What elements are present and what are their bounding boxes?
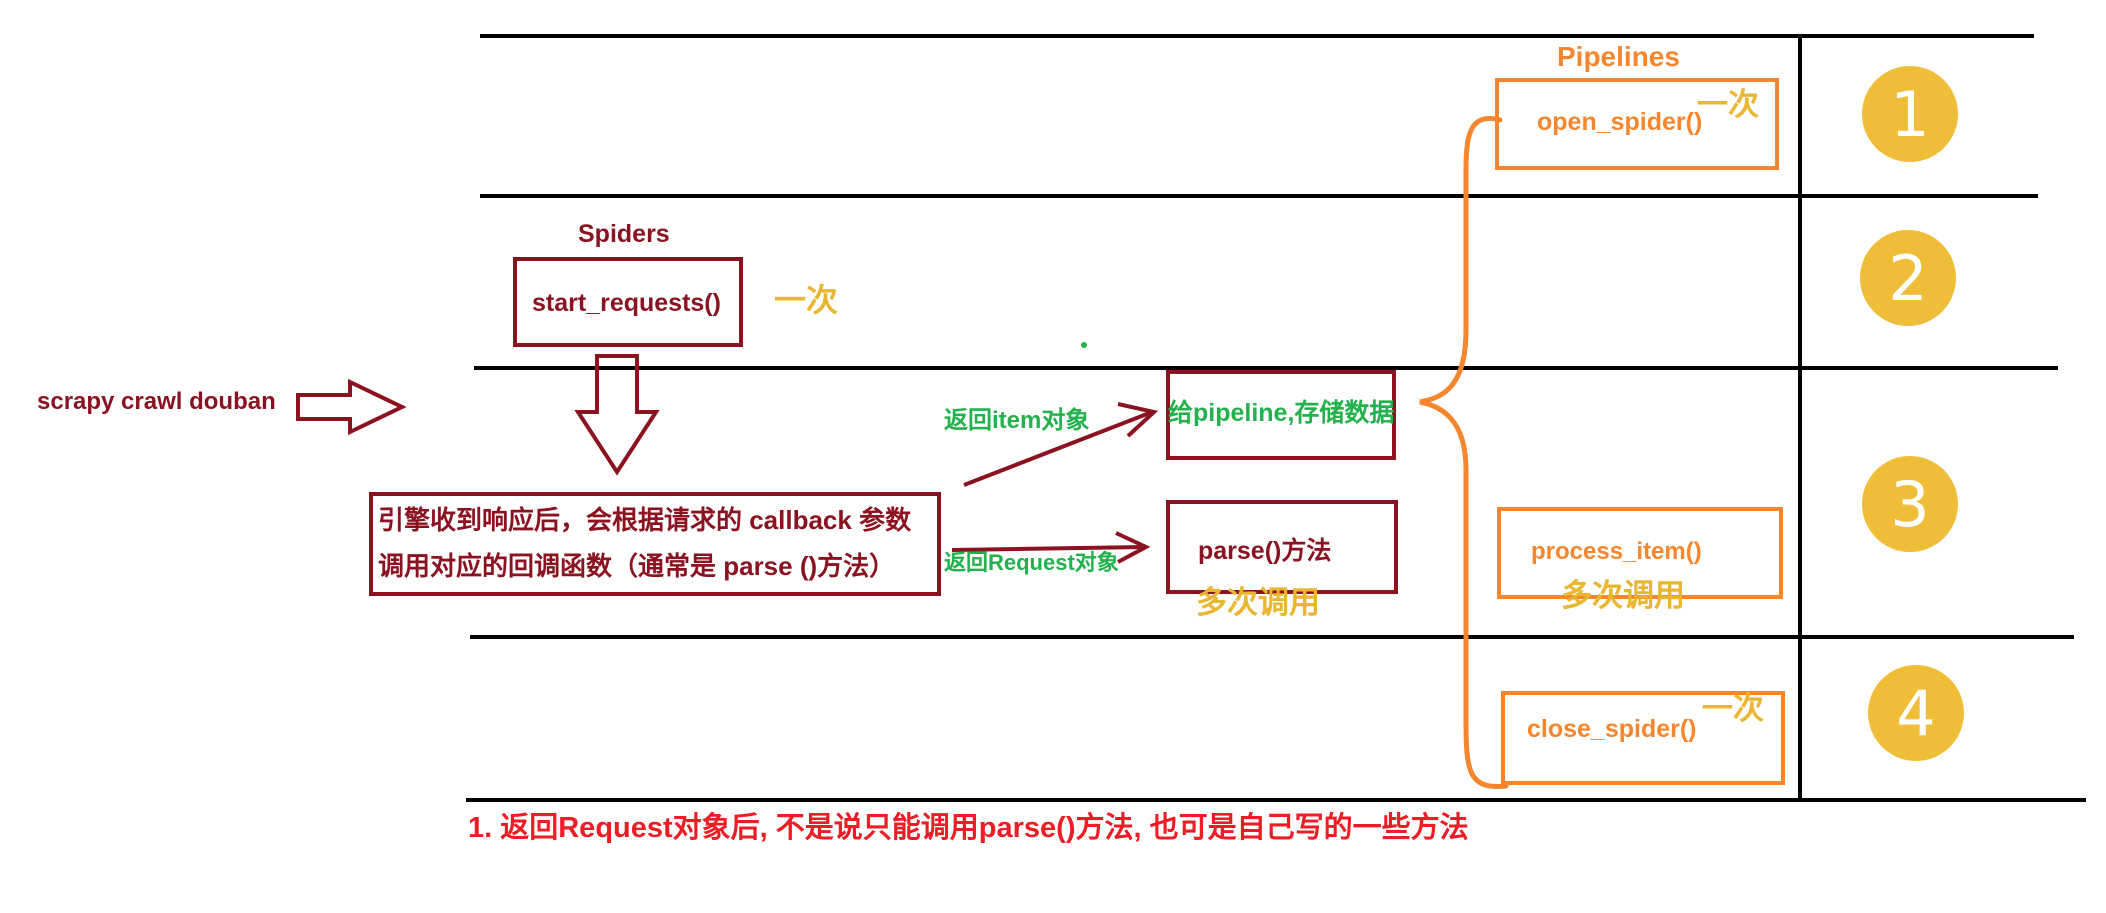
return-request-label: 返回Request对象 bbox=[944, 550, 1119, 575]
down-arrow bbox=[574, 354, 660, 476]
start-requests-box bbox=[513, 257, 743, 347]
return-item-arrow bbox=[963, 410, 1153, 487]
stage-2-badge: 2 bbox=[1860, 230, 1956, 326]
close-spider-box bbox=[1501, 691, 1785, 785]
return-request-arrow bbox=[951, 545, 1145, 552]
pipeline-brace bbox=[1419, 116, 1509, 789]
process-item-box bbox=[1497, 507, 1783, 599]
spiders-title: Spiders bbox=[578, 220, 670, 248]
to-pipeline-box bbox=[1166, 370, 1396, 460]
parse-label: parse()方法 bbox=[1198, 537, 1332, 565]
entry-command: scrapy crawl douban bbox=[37, 388, 276, 415]
close-spider-note: 一次 bbox=[1702, 691, 1764, 726]
green-dot bbox=[1081, 342, 1087, 348]
parse-note: 多次调用 bbox=[1196, 585, 1320, 620]
return-item-label: 返回item对象 bbox=[944, 407, 1090, 434]
stage-3-badge: 3 bbox=[1862, 456, 1958, 552]
process-item-note: 多次调用 bbox=[1561, 578, 1685, 613]
start-requests-note: 一次 bbox=[774, 282, 839, 318]
start-requests-label: start_requests() bbox=[532, 289, 721, 317]
stage-1-badge: 1 bbox=[1862, 66, 1958, 162]
engine-callback-box bbox=[369, 492, 941, 596]
open-spider-label: open_spider() bbox=[1537, 108, 1703, 136]
to-pipeline-label: 给pipeline,存储数据 bbox=[1168, 399, 1395, 427]
close-spider-label: close_spider() bbox=[1527, 715, 1697, 743]
process-item-label: process_item() bbox=[1531, 538, 1702, 565]
entry-arrow bbox=[296, 378, 407, 436]
open-spider-note: 一次 bbox=[1697, 87, 1759, 122]
engine-line-2: 调用对应的回调函数（通常是 parse ()方法） bbox=[378, 551, 896, 581]
parse-box bbox=[1166, 500, 1398, 594]
engine-line-1: 引擎收到响应后，会根据请求的 callback 参数 bbox=[378, 505, 912, 535]
pipelines-title: Pipelines bbox=[1557, 41, 1680, 72]
return-item-arrowhead bbox=[1117, 402, 1159, 438]
stage-4-badge: 4 bbox=[1868, 665, 1964, 761]
open-spider-box bbox=[1495, 78, 1779, 170]
return-request-arrowhead bbox=[1115, 531, 1151, 564]
footnote: 1. 返回Request对象后, 不是说只能调用parse()方法, 也可是自己… bbox=[468, 812, 1469, 844]
